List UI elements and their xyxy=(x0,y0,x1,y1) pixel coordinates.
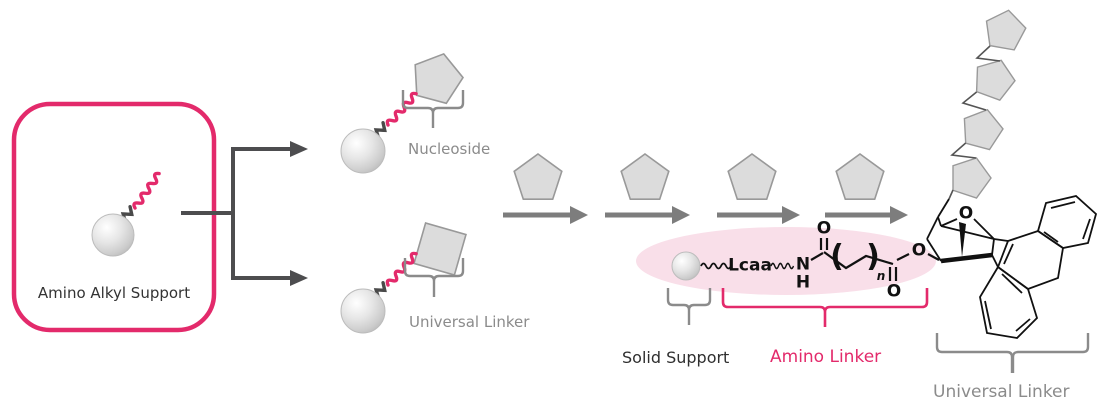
monomer-pentagon xyxy=(513,153,563,200)
amino-linker-label: Amino Linker xyxy=(770,347,882,367)
nucleoside-label: Nucleoside xyxy=(408,140,491,158)
nitrogen-atom: N xyxy=(795,254,811,275)
universal-linker-product-label: Universal Linker xyxy=(933,382,1070,402)
bridge-oxygen-atom: O xyxy=(958,203,974,224)
nucleoside-bead xyxy=(340,128,386,174)
bicyclic-structure xyxy=(926,198,1009,268)
solid-support-brace xyxy=(666,288,712,325)
cycle-pentagons xyxy=(513,153,885,200)
repeat-subscript: n xyxy=(876,269,886,283)
universal-squiggle xyxy=(384,250,421,289)
chain-pentagon xyxy=(952,157,992,199)
repeat-paren-open: ( xyxy=(830,239,844,274)
chain-pentagon xyxy=(975,59,1016,102)
lcaa-group-label: Lcaa xyxy=(728,255,772,276)
bicyclic-front-bond xyxy=(940,252,993,264)
nucleoside-pentagon xyxy=(414,52,464,105)
oligo-chain-connectors xyxy=(948,45,1001,200)
start-box-label: Amino Alkyl Support xyxy=(37,284,191,302)
aromatic-rings xyxy=(979,195,1098,339)
chain-pentagon xyxy=(963,108,1004,151)
carbonyl-oxygen-atom: O xyxy=(886,281,902,302)
chain-pentagon xyxy=(985,9,1027,51)
highlight-ellipse xyxy=(636,227,936,295)
solid-support-label: Solid Support xyxy=(622,348,730,367)
universal-bead xyxy=(340,288,386,334)
start-support-bead xyxy=(91,213,135,257)
ester-oxygen-atom: O xyxy=(911,240,927,261)
amino-linker-brace xyxy=(721,288,929,327)
branch-arrowhead-top xyxy=(290,141,308,157)
branch-connector xyxy=(181,147,291,280)
nucleoside-brace xyxy=(401,90,465,128)
universal-square xyxy=(413,222,467,276)
start-box-outline xyxy=(11,101,217,333)
universal-linker-option-label: Universal Linker xyxy=(409,313,530,331)
hydrogen-atom: H xyxy=(795,272,811,293)
monomer-pentagon xyxy=(727,153,777,200)
oligo-chain-pentagons xyxy=(952,9,1027,199)
branch-arrowhead-bottom xyxy=(290,270,308,286)
bicyclic-wedge-bond xyxy=(959,222,966,257)
product-bead xyxy=(671,251,701,281)
repeat-paren-close: ) xyxy=(866,239,880,274)
monomer-pentagon xyxy=(835,153,885,200)
universal-linker-brace xyxy=(935,333,1090,373)
cycle-arrowheads xyxy=(570,206,908,224)
universal-brace xyxy=(403,258,465,297)
start-squiggle xyxy=(130,170,164,212)
amide-oxygen-atom: O xyxy=(816,218,832,239)
monomer-pentagon xyxy=(620,153,670,200)
amino-linker-bonds xyxy=(810,238,940,281)
